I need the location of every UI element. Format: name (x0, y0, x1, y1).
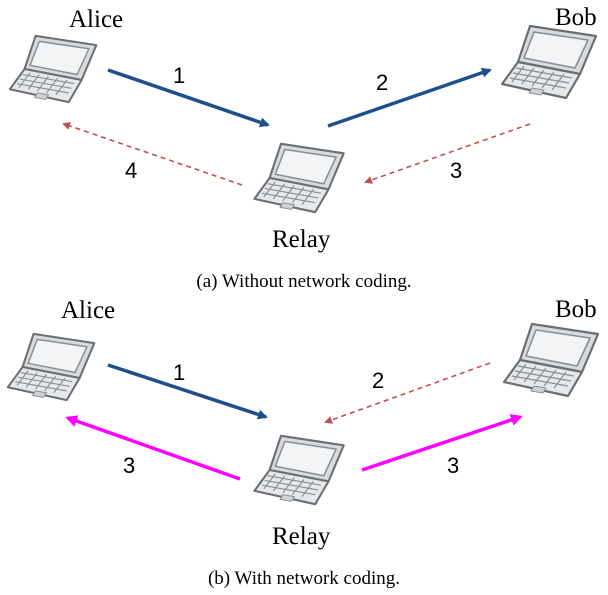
arrow-relay-to-alice (62, 122, 243, 186)
relay-label: Relay (272, 226, 331, 253)
arrow-relay-to-bob-coded (361, 414, 523, 472)
bob-label: Bob (555, 4, 597, 31)
alice-label: Alice (69, 6, 123, 33)
alice-laptop-icon (8, 34, 98, 104)
relay-laptop-icon (253, 142, 345, 214)
alice-laptop-icon (6, 332, 96, 402)
arrow-alice-to-relay (107, 363, 268, 420)
step-2-label: 2 (372, 368, 384, 393)
step-3-label: 3 (450, 158, 462, 183)
step-1-label: 1 (173, 63, 185, 88)
bob-laptop-icon (500, 24, 598, 100)
step-4-label: 4 (125, 158, 137, 183)
arrow-alice-to-relay (107, 68, 270, 128)
panel-b: Alice Bob Relay 1 2 3 3 (b) With network… (6, 296, 600, 589)
panel-a: Alice Bob Relay 1 2 3 4 (a) Without netw… (8, 4, 598, 292)
caption-a: (a) Without network coding. (196, 271, 411, 292)
step-1-label: 1 (173, 360, 185, 385)
arrow-relay-to-alice-coded (65, 415, 241, 481)
step-2-label: 2 (376, 70, 388, 95)
arrow-relay-to-bob (327, 67, 492, 128)
step-3-right-label: 3 (447, 453, 459, 478)
step-3-left-label: 3 (123, 453, 135, 478)
arrow-bob-to-relay (324, 362, 491, 424)
relay-laptop-icon (253, 434, 345, 506)
alice-label: Alice (61, 297, 115, 324)
relay-label: Relay (272, 523, 331, 550)
arrow-bob-to-relay (364, 123, 531, 184)
bob-laptop-icon (502, 322, 600, 398)
bob-label: Bob (555, 296, 597, 323)
caption-b: (b) With network coding. (208, 568, 400, 589)
